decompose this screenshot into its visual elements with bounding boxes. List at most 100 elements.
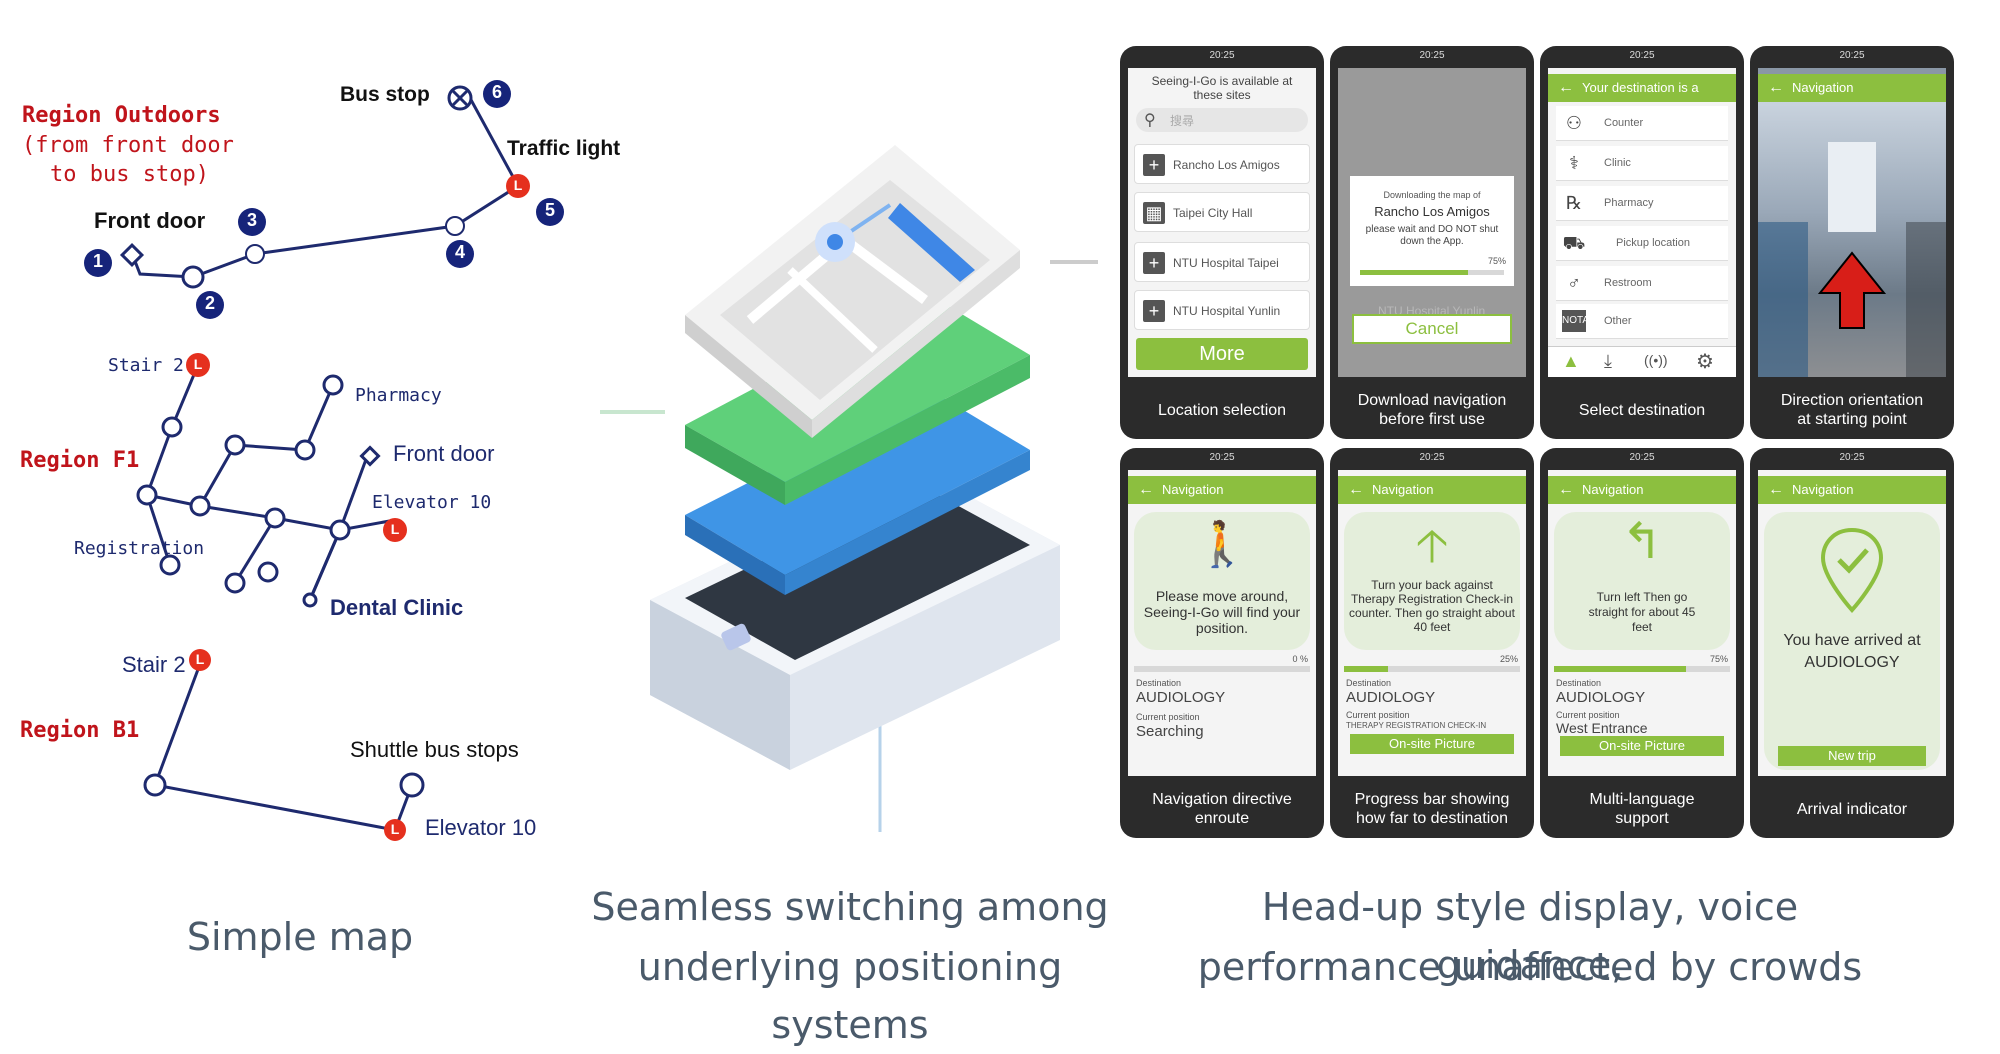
- direction-arrow-icon: [1817, 251, 1887, 329]
- dest-item[interactable]: ⛟Pickup location: [1556, 226, 1728, 261]
- site-item[interactable]: + NTU Hospital Yunlin: [1134, 290, 1310, 330]
- status-time: 20:25: [1839, 50, 1865, 61]
- progress-pct: 75%: [1709, 654, 1728, 664]
- instruction-card: 🚶 Please move around, Seeing-I-Go will f…: [1134, 512, 1310, 650]
- layered-phone-illustration: [590, 120, 1100, 860]
- building-icon: ▦: [1143, 202, 1165, 224]
- destination-label: Destination: [1346, 678, 1392, 688]
- lift-marker: L: [195, 651, 205, 667]
- pharmacy-icon: ℞: [1565, 193, 1583, 213]
- screen: Seeing-I-Go is available at these sites …: [1128, 68, 1316, 377]
- b1-elevator-lift: [384, 819, 406, 841]
- signal-icon[interactable]: ((•)): [1644, 352, 1668, 368]
- bus-icon: ⛟: [1562, 233, 1586, 253]
- instruction-text: Turn your back against Therapy Registrat…: [1349, 578, 1515, 634]
- status-time: 20:25: [1839, 452, 1865, 463]
- layers-svg: [600, 145, 1098, 832]
- back-arrow-icon[interactable]: ←: [1348, 481, 1364, 498]
- caption-seamless-line1: Seamless switching among: [591, 885, 1109, 929]
- phone-select-destination: 20:25 ←Your destination is a ⚇Counter ⚕C…: [1540, 46, 1744, 439]
- status-time: 20:25: [1419, 452, 1445, 463]
- f1-elevator-lift: [383, 518, 407, 542]
- dl-site: Rancho Los Amigos: [1374, 204, 1490, 219]
- b1-elevator10-label: Elevator 10: [425, 815, 537, 840]
- caption-progress-bar: Progress bar showing how far to destinat…: [1354, 791, 1510, 827]
- more-button[interactable]: More: [1136, 338, 1308, 370]
- new-trip-button[interactable]: New trip: [1778, 746, 1926, 766]
- arrival-card: You have arrived at AUDIOLOGY New trip: [1764, 512, 1940, 770]
- screen: ←Navigation ↰ Turn left Then go straight…: [1548, 470, 1736, 776]
- gear-icon[interactable]: ⚙: [1696, 351, 1714, 373]
- dest-item-label: Pharmacy: [1604, 197, 1654, 209]
- site-item-label: NTU Hospital Taipei: [1173, 256, 1279, 270]
- phone-navigation-directive: 20:25 ←Navigation 🚶 Please move around, …: [1120, 448, 1324, 838]
- search-icon: ⚲: [1144, 112, 1156, 129]
- dest-item[interactable]: ⚇Counter: [1556, 106, 1728, 141]
- shuttle-label: Shuttle bus stops: [350, 737, 519, 762]
- dest-item[interactable]: ♂Restroom: [1556, 266, 1728, 301]
- position-label: Current position: [1556, 710, 1620, 720]
- dest-item-label: Clinic: [1604, 157, 1631, 169]
- f1-stair2-label: Stair 2: [108, 355, 184, 376]
- numbered-badges: [84, 80, 564, 319]
- onsite-picture-button[interactable]: On-site Picture: [1560, 736, 1724, 756]
- destination-label: Destination: [1136, 678, 1182, 688]
- back-arrow-icon[interactable]: ←: [1768, 481, 1784, 498]
- caption-select-destination: Select destination: [1578, 401, 1706, 419]
- traffic-light-label: Traffic light: [507, 137, 621, 160]
- region-outdoors-sub1: (from front door: [22, 133, 234, 158]
- back-arrow-icon[interactable]: ←: [1558, 79, 1574, 96]
- lift-marker: L: [390, 821, 400, 837]
- dest-item[interactable]: ⚕Clinic: [1556, 146, 1728, 181]
- dest-header-bar: ←Your destination is a: [1548, 74, 1736, 102]
- site-item[interactable]: +Rancho Los Amigos: [1134, 144, 1310, 184]
- dest-item[interactable]: ℞ Pharmacy: [1556, 186, 1728, 221]
- site-item-label: Taipei City Hall: [1173, 206, 1253, 220]
- simple-map: 1 2 3 4 5 6 L L L L L Region Outdoors (f…: [0, 0, 640, 880]
- back-arrow-icon[interactable]: ←: [1138, 481, 1154, 498]
- screen: ←Navigation You have arrived at AUDIOLOG…: [1758, 470, 1946, 776]
- hospital-icon: +: [1143, 300, 1165, 322]
- caption-navigation-directive: Navigation directive enroute: [1152, 791, 1292, 827]
- badge-3: 3: [246, 210, 257, 230]
- f1-stair-lift: [186, 353, 210, 377]
- progress-bar: [1554, 666, 1730, 672]
- site-item[interactable]: ▦ Taipei City Hall: [1134, 192, 1310, 232]
- caption-download-navigation: Download navigation before first use: [1357, 392, 1507, 428]
- dest-item-label: Other: [1604, 315, 1632, 327]
- progress-bar: [1344, 666, 1520, 672]
- onsite-picture-button[interactable]: On-site Picture: [1350, 734, 1514, 754]
- lift-marker: L: [390, 521, 400, 537]
- search-placeholder: 搜尋: [1170, 114, 1195, 128]
- position-value: Searching: [1136, 723, 1204, 740]
- position-value: West Entrance: [1556, 720, 1648, 736]
- destination-value: AUDIOLOGY: [1136, 689, 1226, 706]
- badge-1: 1: [92, 251, 103, 271]
- b1-nodes: [143, 772, 425, 798]
- download-icon[interactable]: ⤓: [1604, 351, 1612, 371]
- navigate-icon[interactable]: ▲: [1562, 351, 1580, 371]
- region-f1-title: Region F1: [20, 448, 140, 473]
- corridor-photo: [1758, 102, 1946, 377]
- nav-header-bar: ←Navigation: [1758, 476, 1946, 504]
- location-check-icon: [1764, 526, 1940, 621]
- badge-4: 4: [454, 242, 465, 262]
- bus-stop-label: Bus stop: [340, 83, 430, 106]
- status-time: 20:25: [1629, 452, 1655, 463]
- back-arrow-icon[interactable]: ←: [1768, 79, 1784, 96]
- status-time: 20:25: [1419, 50, 1445, 61]
- walking-person-icon: 🚶: [1194, 520, 1250, 569]
- phone-download-navigation: 20:25 NTU Hospital Yunlin Downloading th…: [1330, 46, 1534, 439]
- nav-header-bar: ←Navigation: [1338, 476, 1526, 504]
- nav-header-title: Navigation: [1792, 80, 1854, 95]
- screen: ←Your destination is a ⚇Counter ⚕Clinic …: [1548, 68, 1736, 377]
- destination-value: AUDIOLOGY: [1346, 689, 1436, 706]
- progress-pct: 0 %: [1292, 654, 1308, 664]
- cancel-button[interactable]: Cancel: [1352, 314, 1512, 344]
- site-item-label: NTU Hospital Yunlin: [1173, 304, 1281, 318]
- site-item[interactable]: +NTU Hospital Taipei: [1134, 242, 1310, 282]
- search-input[interactable]: ⚲ 搜尋: [1136, 108, 1308, 132]
- back-arrow-icon[interactable]: ←: [1558, 481, 1574, 498]
- arrival-text: You have arrived at AUDIOLOGY: [1783, 632, 1921, 671]
